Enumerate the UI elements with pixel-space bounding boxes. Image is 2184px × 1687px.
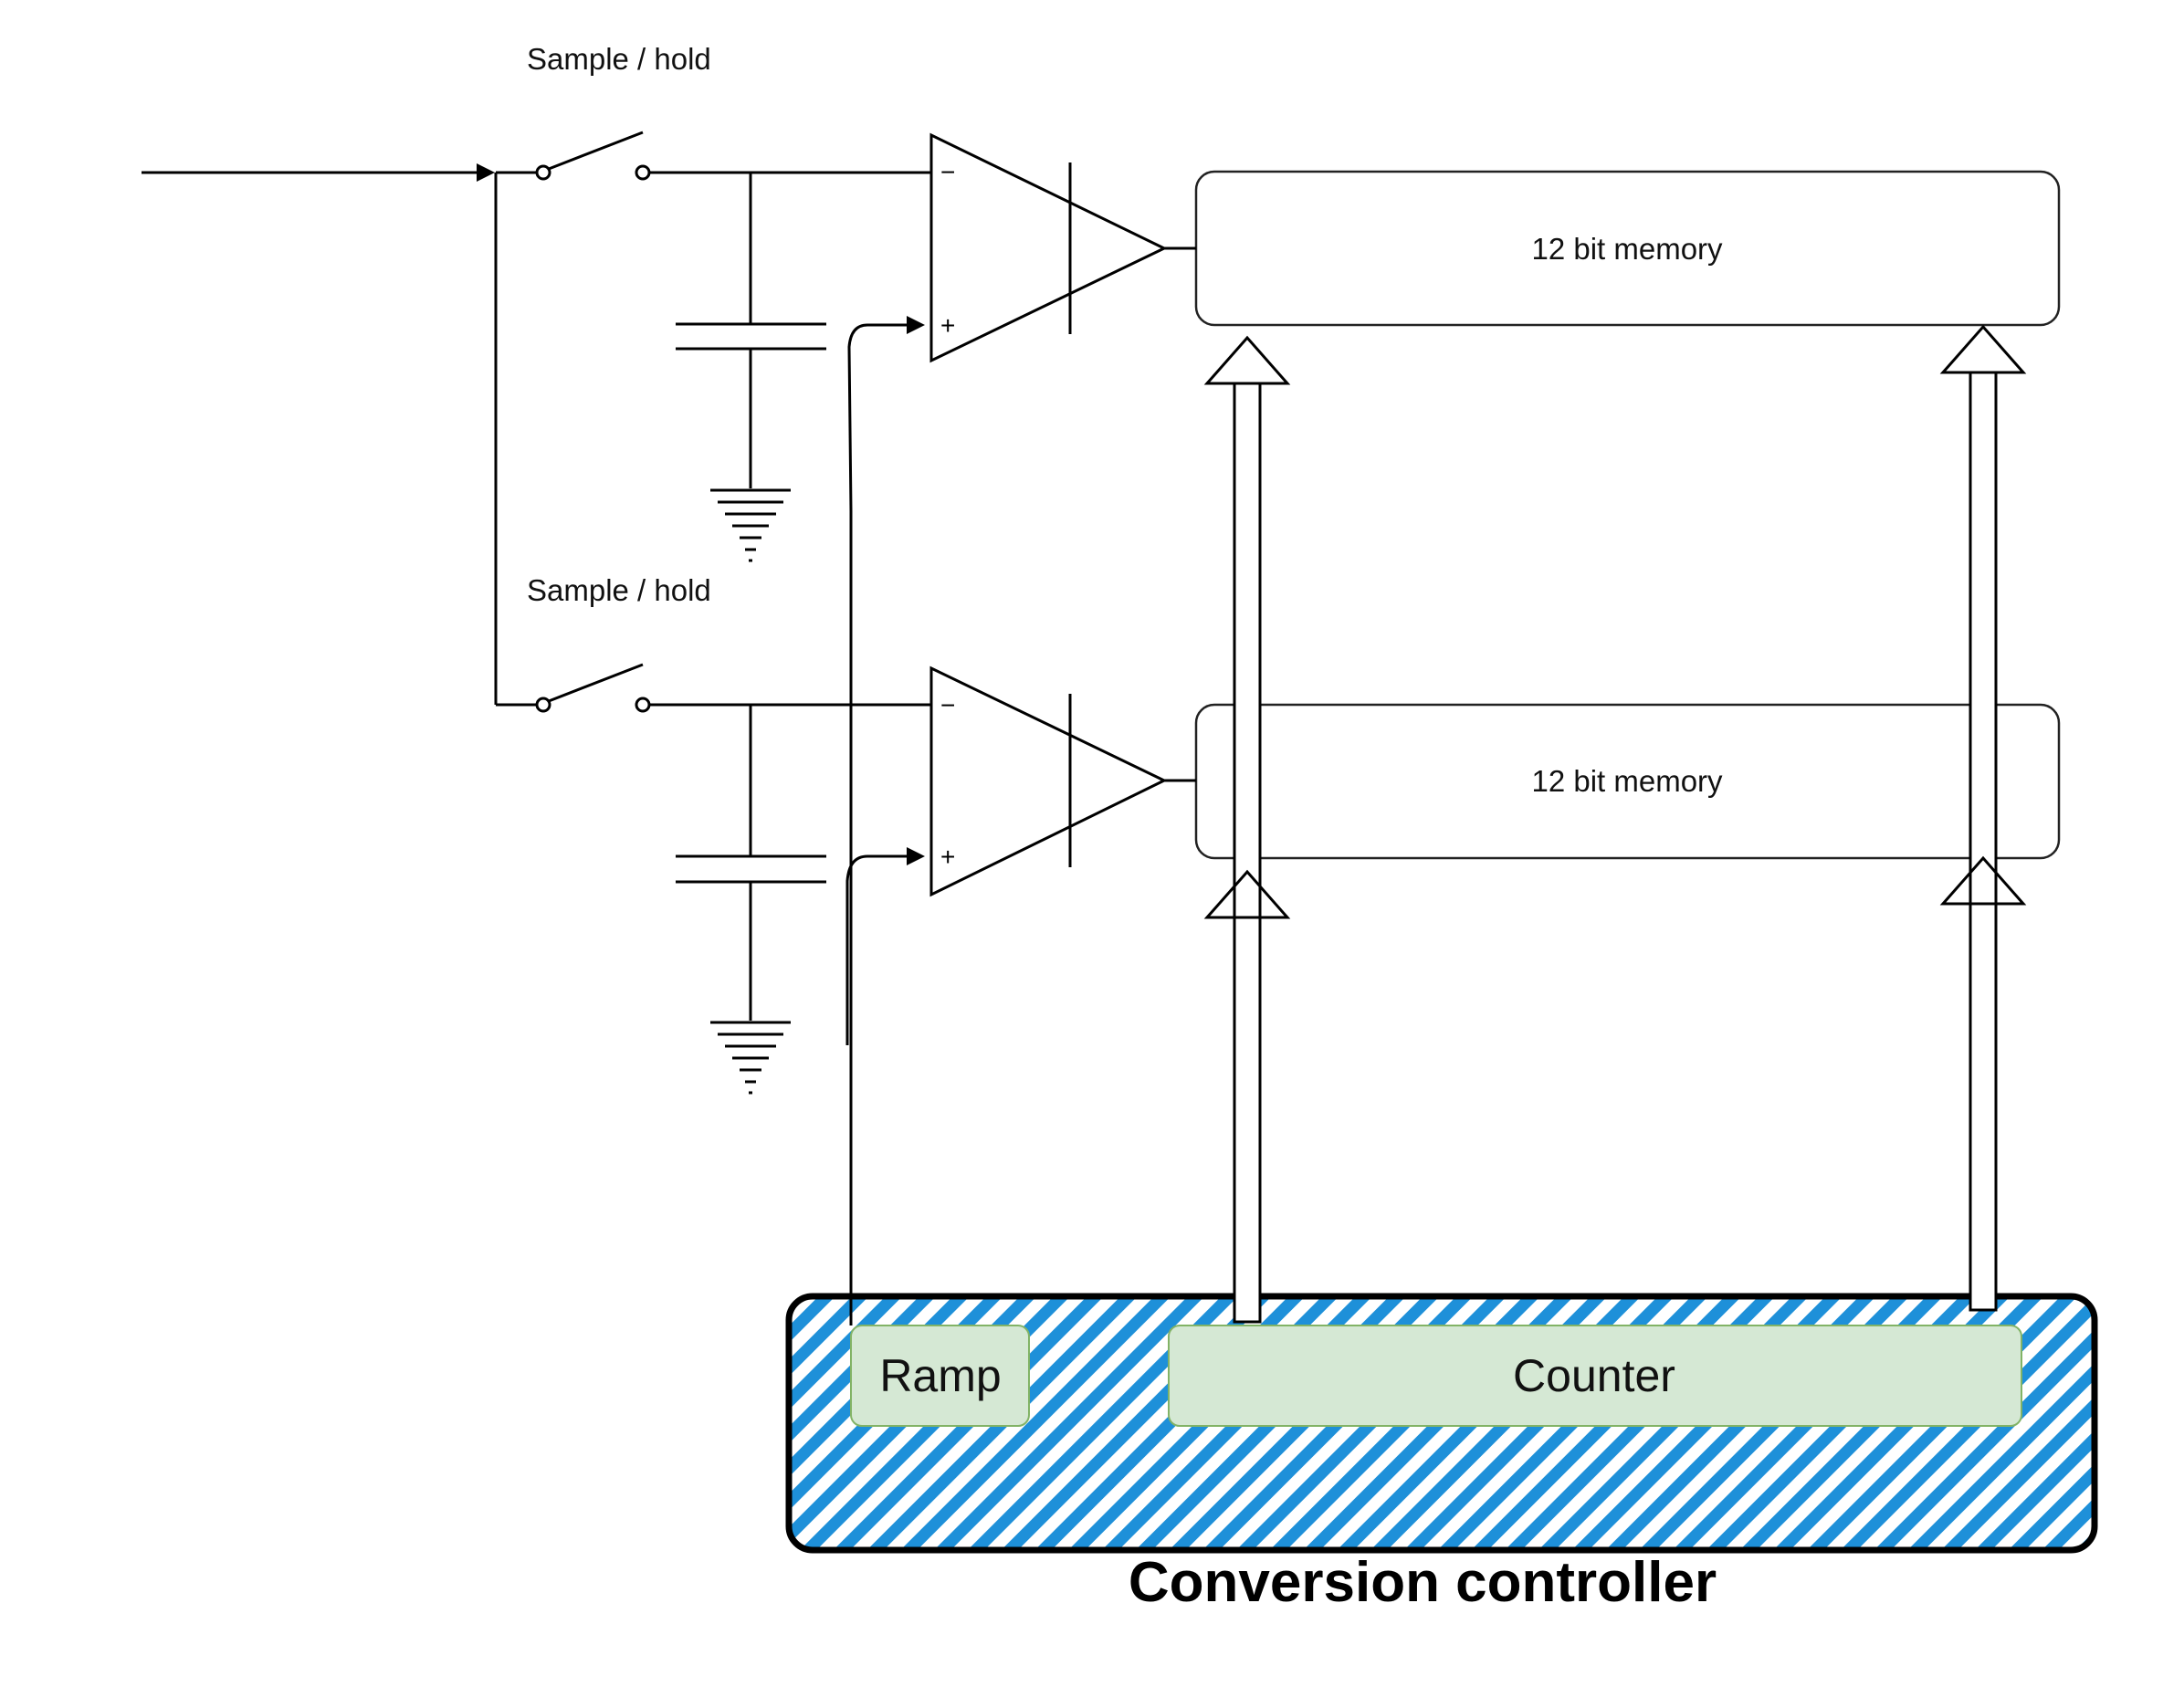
ground-icon-bottom bbox=[710, 1021, 791, 1095]
ramp-arrowhead-top bbox=[907, 316, 925, 334]
ground-icon-top bbox=[710, 488, 791, 562]
ramp-wire-top bbox=[847, 323, 913, 1326]
comparator-top-minus: − bbox=[940, 158, 955, 186]
ramp-wire-bottom bbox=[845, 854, 913, 1045]
counter-label: Counter bbox=[1513, 1350, 1675, 1401]
ramp-block[interactable] bbox=[850, 1325, 1030, 1427]
switch-top[interactable] bbox=[535, 131, 651, 181]
memory-label-bottom: 12 bit memory bbox=[1531, 764, 1723, 798]
comparator-bottom-plus: + bbox=[940, 843, 955, 871]
comparator-bottom[interactable] bbox=[929, 665, 1168, 897]
input-arrowhead bbox=[477, 163, 495, 182]
comparator-bottom-minus: − bbox=[940, 691, 955, 719]
conversion-controller-title: Conversion controller bbox=[1128, 1551, 1717, 1614]
sample-hold-label-bottom: Sample / hold bbox=[527, 573, 711, 607]
sample-hold-label-top: Sample / hold bbox=[527, 42, 711, 76]
switch-bottom[interactable] bbox=[535, 663, 651, 713]
ramp-arrowhead-bottom bbox=[907, 847, 925, 865]
bus-arrow-right bbox=[1939, 324, 2027, 1312]
bus-arrow-left-mid bbox=[1203, 869, 1291, 919]
comparator-top-plus: + bbox=[940, 311, 955, 340]
bus-arrow-left bbox=[1203, 335, 1291, 1324]
memory-label-top: 12 bit memory bbox=[1531, 232, 1723, 266]
comparator-top[interactable] bbox=[929, 132, 1168, 363]
bus-arrow-right-mid bbox=[1939, 855, 2027, 906]
counter-block[interactable] bbox=[1168, 1325, 2022, 1427]
ramp-label: Ramp bbox=[879, 1350, 1002, 1401]
